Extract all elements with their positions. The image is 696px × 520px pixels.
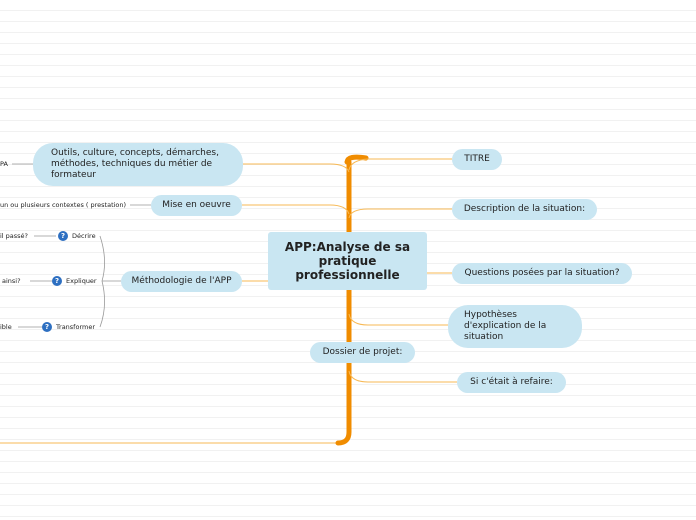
subtopic-expliquer[interactable]: Expliquer xyxy=(66,277,97,285)
node-outils-culture[interactable]: Outils, culture, concepts, démarches, mé… xyxy=(33,143,243,186)
subtopic-transformer-child[interactable]: ible xyxy=(0,323,12,331)
help-circle-icon: ? xyxy=(52,276,62,286)
subtopic-pa[interactable]: PA xyxy=(0,160,8,168)
node-questions-situation[interactable]: Questions posées par la situation? xyxy=(452,263,632,284)
subtopic-decrire-child[interactable]: il passé? xyxy=(0,232,29,240)
node-titre[interactable]: TITRE xyxy=(452,149,502,170)
subtopic-contextes[interactable]: un ou plusieurs contextes ( prestation) xyxy=(0,201,127,209)
help-circle-icon: ? xyxy=(58,231,68,241)
node-description-situation[interactable]: Description de la situation: xyxy=(452,199,597,220)
subtopic-decrire[interactable]: Décrire xyxy=(72,232,96,240)
node-methodologie-app[interactable]: Méthodologie de l'APP xyxy=(121,271,242,292)
subtopic-transformer[interactable]: Transformer xyxy=(56,323,96,331)
node-hypotheses[interactable]: Hypothèses d'explication de la situation xyxy=(448,305,582,348)
subtopic-expliquer-child[interactable]: ainsi? xyxy=(2,277,21,285)
node-si-refaire[interactable]: Si c'était à refaire: xyxy=(457,372,566,393)
central-topic[interactable]: APP:Analyse de sa pratique professionnel… xyxy=(268,232,427,290)
node-dossier-projet[interactable]: Dossier de projet: xyxy=(310,342,415,363)
node-mise-en-oeuvre[interactable]: Mise en oeuvre xyxy=(151,195,242,216)
help-circle-icon: ? xyxy=(42,322,52,332)
